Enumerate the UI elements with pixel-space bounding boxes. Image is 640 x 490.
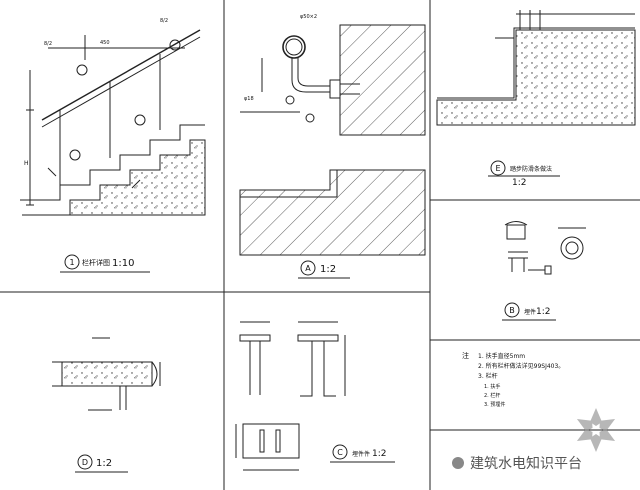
wechat-icon <box>452 457 464 469</box>
notes-line-3: 3. 栏杆 <box>478 372 498 380</box>
detail-1-scale: 1:10 <box>112 258 134 269</box>
detail-c-title: 埋件件 <box>352 450 370 458</box>
detail-1-number: 1 <box>69 258 74 267</box>
watermark: 建筑水电知识平台 <box>452 408 616 472</box>
detail-e-label: E 踏步防滑条做法 1:2 <box>488 160 560 188</box>
svg-text:φ18: φ18 <box>244 96 254 102</box>
detail-a-texts: φ50×2 φ18 <box>244 14 317 102</box>
detail-1-label: 1 栏杆详图 1:10 <box>60 254 150 273</box>
detail-d-scale: 1:2 <box>96 458 112 469</box>
detail-e-drawing <box>436 10 636 126</box>
detail-e-number: E <box>495 164 500 173</box>
watermark-logo-icon <box>576 408 616 452</box>
svg-text:450: 450 <box>100 40 110 46</box>
notes-line-6: 3. 预埋件 <box>484 401 505 408</box>
detail-d-drawing <box>52 337 161 411</box>
detail-c-drawing <box>235 321 346 471</box>
notes-block: 注 1. 扶手直径5mm 2. 所有栏杆做法详见99SJ403。 3. 栏杆 1… <box>462 351 564 408</box>
detail-e-title: 踏步防滑条做法 <box>510 165 552 173</box>
detail-b-title: 埋件 <box>524 308 536 316</box>
detail-a-label: A 1:2 <box>298 260 350 279</box>
notes-line-2: 2. 所有栏杆做法详见99SJ403。 <box>478 362 564 370</box>
detail-c-label: C 埋件件 1:2 <box>330 444 395 463</box>
notes-line-1: 1. 扶手直径5mm <box>478 352 525 360</box>
svg-text:φ50×2: φ50×2 <box>300 14 317 20</box>
detail-b-drawing <box>504 221 586 275</box>
stair-railing-drawing <box>20 29 206 216</box>
notes-line-5: 2. 栏杆 <box>484 392 500 399</box>
detail-c-number: C <box>337 448 343 457</box>
detail-b-label: B 埋件 1:2 <box>502 302 556 321</box>
notes-heading: 注 <box>462 351 469 360</box>
detail-c-scale: 1:2 <box>372 449 386 459</box>
detail-e-scale: 1:2 <box>512 178 526 188</box>
detail-a-drawing <box>239 24 426 256</box>
stair-railing-texts: 8/2 8/2 H 450 <box>24 18 168 167</box>
svg-text:8/2: 8/2 <box>44 41 52 47</box>
detail-1-title: 栏杆详图 <box>82 258 110 267</box>
detail-b-scale: 1:2 <box>536 307 550 317</box>
svg-text:8/2: 8/2 <box>160 18 168 24</box>
detail-d-number: D <box>82 458 88 467</box>
detail-a-scale: 1:2 <box>320 264 336 275</box>
detail-b-number: B <box>509 306 515 315</box>
detail-a-number: A <box>305 264 311 273</box>
detail-d-label: D 1:2 <box>75 454 128 473</box>
svg-text:H: H <box>24 160 29 167</box>
notes-line-4: 1. 扶手 <box>484 383 500 390</box>
watermark-text: 建筑水电知识平台 <box>470 455 582 472</box>
